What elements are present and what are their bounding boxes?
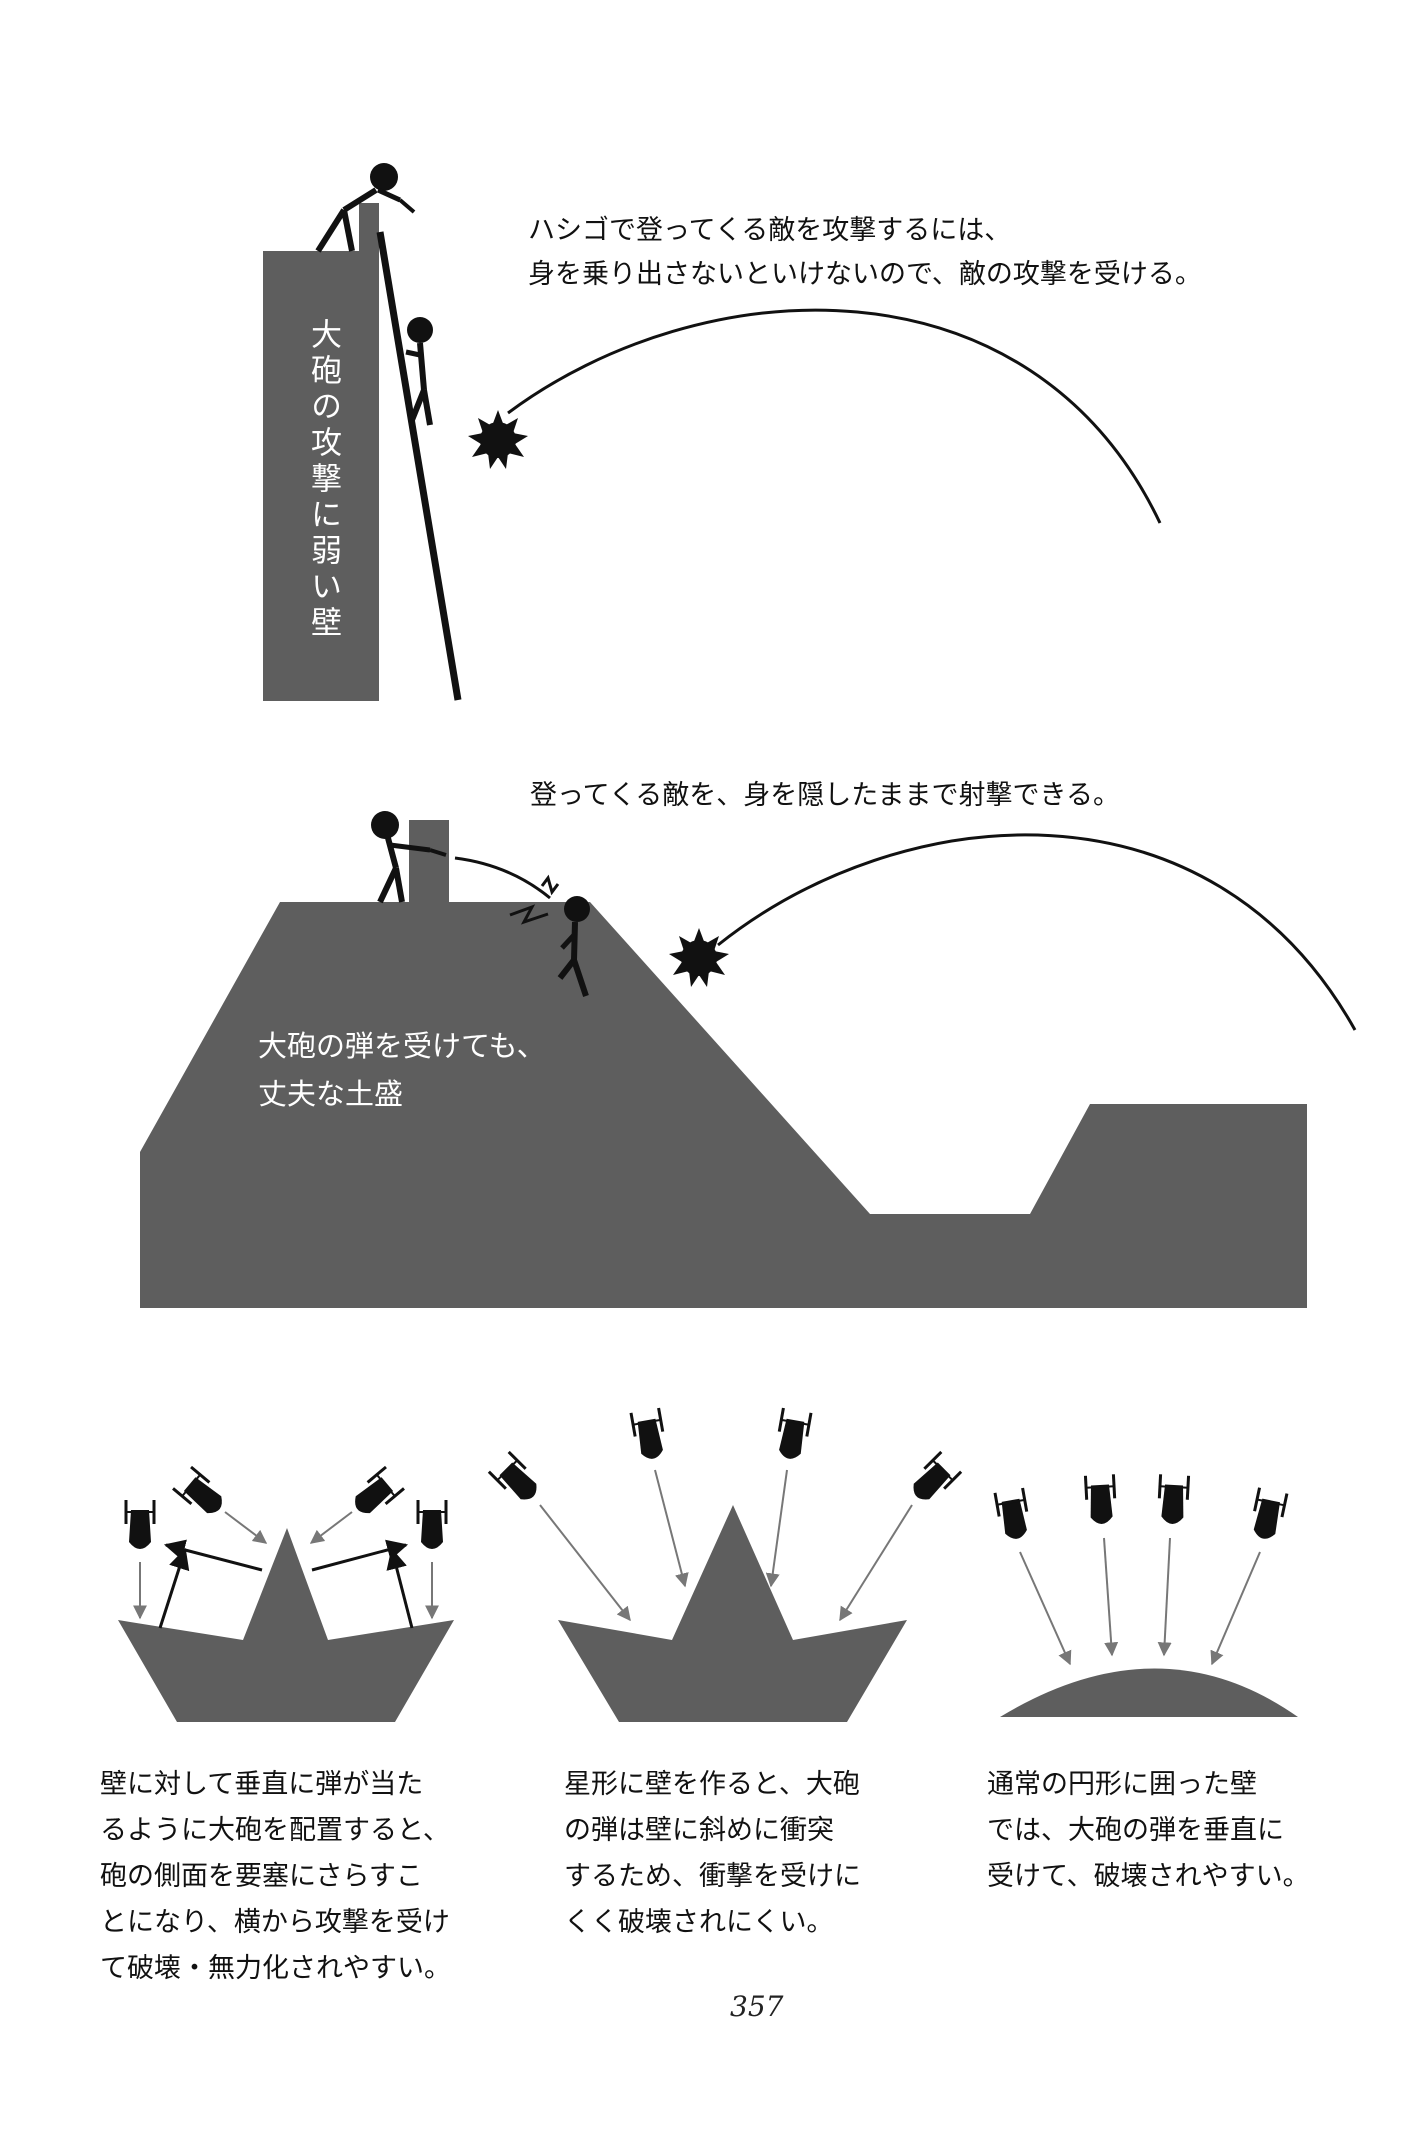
right-caption-line: では、大砲の弾を垂直に	[987, 1815, 1284, 1846]
top-caption: ハシゴで登ってくる敵を攻撃するには、 身を乗り出さないといけないので、敵の攻撃を…	[528, 209, 1202, 297]
middle-caption: 登ってくる敵を、身を隠したままで射撃できる。	[530, 780, 1120, 811]
cannonball-trajectory-middle	[717, 833, 1357, 1031]
middle-section	[140, 811, 1357, 1308]
arrow-black	[158, 1548, 190, 1629]
climbing-enemy-middle	[557, 896, 590, 997]
cannon-icon	[905, 1450, 963, 1508]
defender-shot-arc	[454, 856, 551, 900]
middle-bottom-caption-line: くく破壊されにくい。	[564, 1907, 834, 1938]
cannon-icon	[993, 1486, 1033, 1543]
defender-figure-top	[315, 163, 416, 253]
round-wall	[1000, 1668, 1298, 1717]
cannon-icon	[124, 1498, 156, 1551]
weak-wall	[263, 251, 379, 701]
earthwork-mound	[140, 902, 1307, 1308]
arrow-gray	[765, 1469, 788, 1588]
earthwork-label-line: 丈夫な土盛	[258, 1077, 404, 1111]
perpendicular-fire-diagram	[118, 1465, 454, 1722]
top-caption-line: 身を乗り出さないといけないので、敵の攻撃を受ける。	[528, 259, 1202, 290]
top-caption-line: ハシゴで登ってくる敵を攻撃するには、	[528, 215, 1012, 246]
hit-spark-small	[540, 874, 560, 896]
cannon-icon	[773, 1406, 813, 1463]
arrow-black	[386, 1547, 414, 1629]
arrow-gray	[1210, 1551, 1261, 1666]
cannon-icon	[346, 1465, 406, 1522]
cannon-icon	[416, 1498, 448, 1551]
earthwork-label: 大砲の弾を受けても、 丈夫な土盛	[258, 1022, 546, 1118]
arrow-gray	[654, 1469, 689, 1588]
arrow-gray	[309, 1511, 353, 1544]
arrow-gray	[224, 1511, 268, 1544]
left-caption-line: とになり、横から攻撃を受け	[100, 1907, 450, 1938]
right-caption-line: 受けて、破壊されやすい。	[987, 1861, 1310, 1892]
earthwork-label-line: 大砲の弾を受けても、	[258, 1029, 546, 1063]
arrow-gray	[539, 1504, 631, 1622]
arrow-black	[163, 1539, 263, 1572]
hit-spark	[509, 904, 549, 925]
cannon-icon	[629, 1406, 669, 1463]
star-fort-diagram	[487, 1406, 963, 1722]
middle-bottom-caption-line: の弾は壁に斜めに衝突	[564, 1815, 834, 1846]
middle-bottom-caption-line: するため、衝撃を受けに	[564, 1861, 861, 1892]
climbing-enemy-top	[405, 317, 433, 426]
arrow-black	[311, 1539, 409, 1572]
wall-parapet	[359, 203, 379, 251]
cannonball-trajectory-top	[507, 308, 1162, 524]
cannonball-burst-middle	[669, 928, 729, 987]
left-caption-line: て破壊・無力化されやすい。	[100, 1953, 451, 1984]
left-caption-line: 壁に対して垂直に弾が当た	[100, 1769, 424, 1800]
top-section	[263, 163, 1162, 701]
arrow-gray	[1103, 1537, 1119, 1657]
cannon-icon	[1083, 1472, 1118, 1527]
left-caption-line: るように大砲を配置すると、	[100, 1815, 450, 1846]
mound-parapet	[409, 820, 449, 902]
middle-bottom-caption-line: 星形に壁を作ると、大砲	[564, 1769, 860, 1800]
middle-bottom-caption: 星形に壁を作ると、大砲 の弾は壁に斜めに衝突 するため、衝撃を受けに くく破壊さ…	[564, 1762, 861, 1946]
star-wall-left	[118, 1528, 454, 1722]
arrow-gray	[1157, 1537, 1172, 1657]
cannon-icon	[171, 1465, 231, 1522]
right-caption: 通常の円形に囲った壁 では、大砲の弾を垂直に 受けて、破壊されやすい。	[987, 1762, 1310, 1900]
ladder	[376, 231, 462, 701]
right-caption-line: 通常の円形に囲った壁	[987, 1769, 1257, 1800]
left-caption: 壁に対して垂直に弾が当た るように大砲を配置すると、 砲の側面を要塞にさらすこ …	[100, 1762, 451, 1992]
cannon-icon	[487, 1450, 545, 1508]
wall-label: 大砲の攻撃に弱い壁	[305, 318, 341, 642]
star-wall-middle	[558, 1505, 907, 1722]
round-wall-diagram	[993, 1472, 1298, 1717]
defender-figure-middle	[371, 811, 447, 904]
cannon-icon	[1247, 1486, 1289, 1543]
page-number: 357	[730, 1990, 784, 2023]
cannon-icon	[1156, 1472, 1191, 1527]
cannonball-burst-top	[468, 410, 528, 469]
arrow-gray	[1019, 1551, 1072, 1666]
left-caption-line: 砲の側面を要塞にさらすこ	[100, 1861, 423, 1892]
arrow-gray	[839, 1504, 913, 1622]
